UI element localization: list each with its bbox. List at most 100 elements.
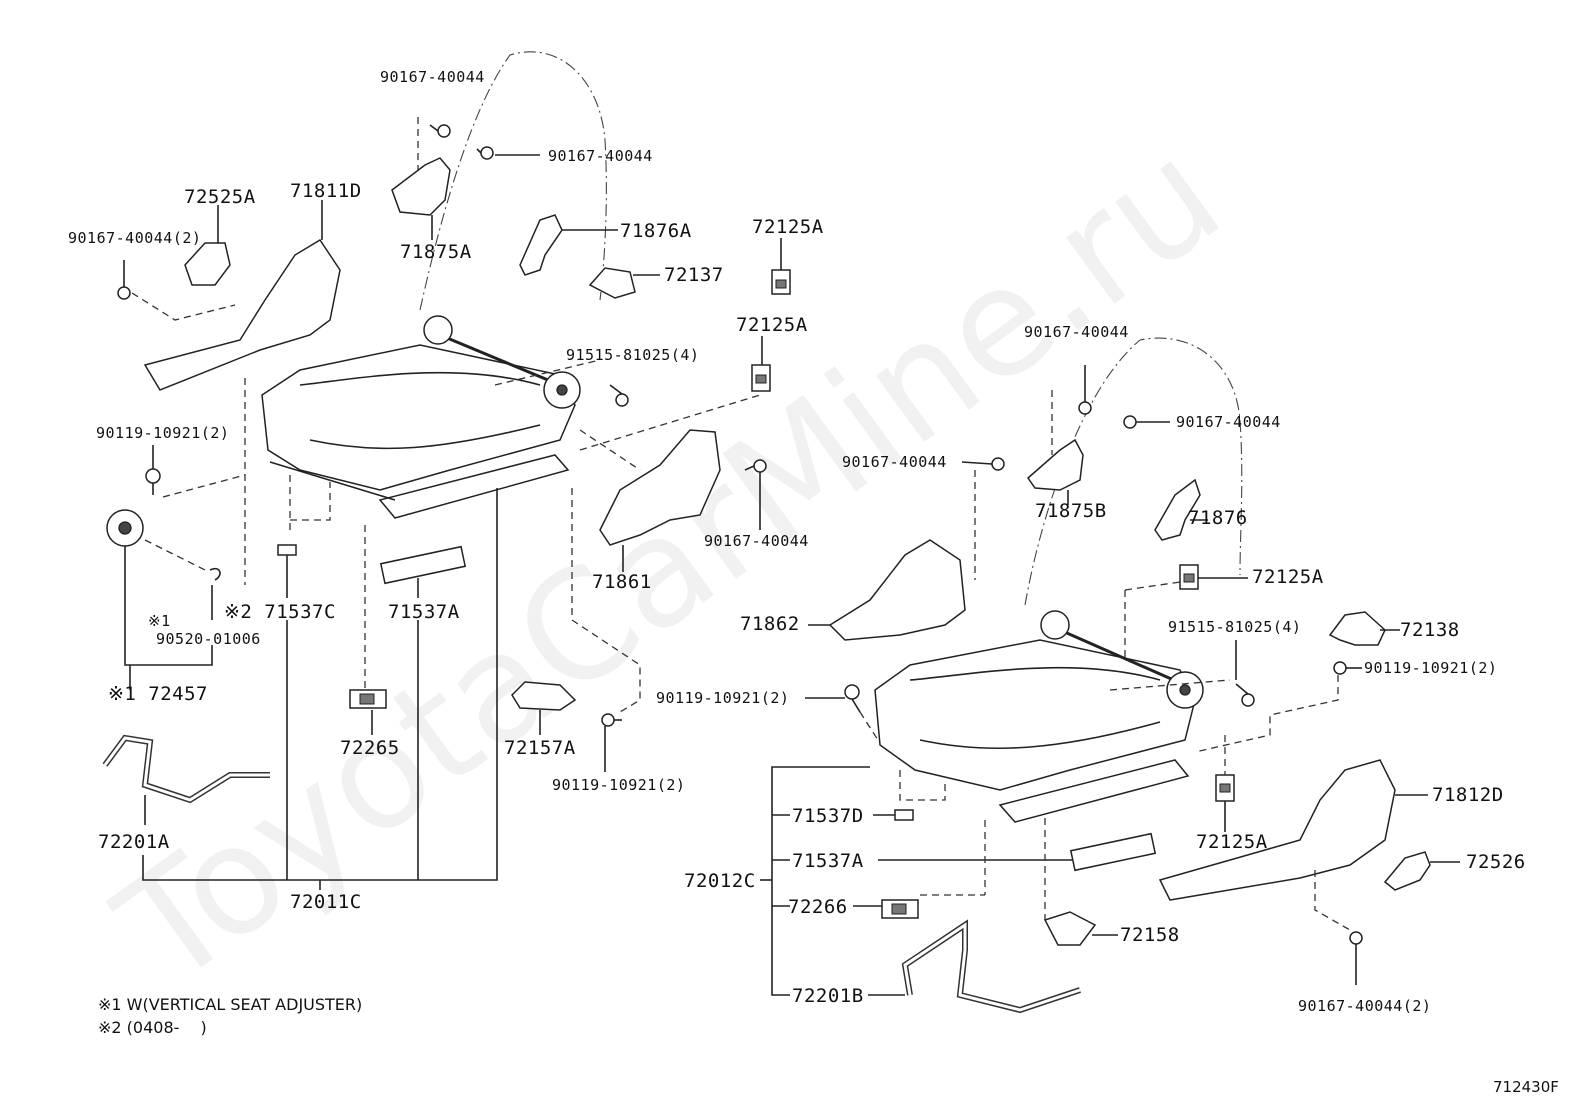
part-number-label: 90119-10921(2) xyxy=(1364,659,1497,677)
connector-72266 xyxy=(881,899,919,919)
part-number-label: 72526 xyxy=(1466,851,1526,873)
part-number-label: 72138 xyxy=(1400,619,1460,641)
part-number-label: 71537D xyxy=(792,805,864,827)
bolt-icon xyxy=(1078,365,1092,415)
footnotes: ※1 W(VERTICAL SEAT ADJUSTER) ※2 (0408- ) xyxy=(98,995,362,1037)
part-number-label: 71537A xyxy=(388,601,460,623)
part-number-label: 90167-40044 xyxy=(1024,323,1129,341)
clip-72125a xyxy=(1215,774,1235,802)
cover-72157a xyxy=(511,681,577,711)
part-number-label: 90167-40044 xyxy=(1176,413,1281,431)
part-number-label: 90167-40044(2) xyxy=(1298,997,1431,1015)
part-number-label: 72125A xyxy=(736,314,808,336)
part-number-label: 71876 xyxy=(1188,507,1248,529)
part-number-label: 90119-10921(2) xyxy=(656,689,789,707)
part-number-label: 72137 xyxy=(664,264,724,286)
part-number-label: 72125A xyxy=(1252,566,1324,588)
shield-71811d xyxy=(143,238,341,391)
shield-71812d xyxy=(1158,759,1396,901)
part-number-label: 71811D xyxy=(290,180,362,202)
bolt-icon xyxy=(1123,415,1170,429)
knob-72526 xyxy=(1383,851,1431,891)
footnote-1: ※1 W(VERTICAL SEAT ADJUSTER) xyxy=(98,995,362,1014)
clip-72125a xyxy=(771,269,791,295)
gear-72457 xyxy=(106,509,144,547)
seat-frame-right xyxy=(874,639,1196,791)
part-number-label: 91515-81025(4) xyxy=(566,346,699,364)
part-number-label: 72265 xyxy=(340,737,400,759)
part-number-label: ※1 72457 xyxy=(108,683,208,705)
part-number-label: 72266 xyxy=(788,896,848,918)
bolt-icon xyxy=(1349,931,1363,985)
bolt-icon xyxy=(844,684,861,713)
part-number-label: 90167-40044(2) xyxy=(68,229,201,247)
clip-72125a xyxy=(1179,564,1199,590)
part-number-label: 90167-40044 xyxy=(548,147,653,165)
clip-72125a xyxy=(751,364,771,392)
part-number-label: 71537A xyxy=(792,850,864,872)
part-number-label: 72157A xyxy=(504,737,576,759)
part-number-label: 90119-10921(2) xyxy=(552,776,685,794)
part-number-label: 72158 xyxy=(1120,924,1180,946)
bolt-icon xyxy=(429,124,451,138)
watermark-text: ToyotaCarMine.ru xyxy=(88,108,1251,1020)
seat-rail-left xyxy=(378,454,570,519)
part-number-label: 90167-40044 xyxy=(842,453,947,471)
cover-71862 xyxy=(828,539,966,641)
bolt-icon xyxy=(961,457,1005,471)
bar-71537a xyxy=(379,545,467,585)
part-number-label: ※2 71537C xyxy=(224,601,336,623)
part-number-label: 71876A xyxy=(620,220,692,242)
part-72137 xyxy=(588,267,636,299)
cover-71876 xyxy=(1154,478,1201,541)
part-labels: 90167-40044 90167-40044 72525A 71811D 90… xyxy=(68,68,1526,1015)
cover-71861 xyxy=(599,429,721,546)
bracket-71875a xyxy=(391,157,451,216)
bar-71537a-right xyxy=(1069,832,1157,872)
part-number-label: 71862 xyxy=(740,613,800,635)
right-seat-assembly xyxy=(760,337,1460,1014)
leader-72012c xyxy=(771,766,870,996)
part-72138 xyxy=(1328,611,1386,646)
part-number-label: 72125A xyxy=(1196,831,1268,853)
seat-rail-right xyxy=(998,759,1190,823)
seatback-outline-left xyxy=(419,51,607,311)
bolt-icon xyxy=(1333,661,1362,675)
part-number-label: 72125A xyxy=(752,216,824,238)
seat-frame-left xyxy=(261,344,576,491)
part-number-label: 72525A xyxy=(184,186,256,208)
part-number-label: 90167-40044 xyxy=(704,532,809,550)
knob-72525a xyxy=(184,242,231,286)
part-number-label: 90119-10921(2) xyxy=(96,424,229,442)
cover-71876a xyxy=(519,214,563,276)
part-number-label: 71875B xyxy=(1035,500,1107,522)
bolt-icon xyxy=(609,384,629,407)
bolt-icon xyxy=(476,146,494,160)
pad-71537c xyxy=(277,544,297,556)
part-number-label: 71861 xyxy=(592,571,652,593)
bolt-icon xyxy=(145,468,161,495)
part-number-label: 90167-40044 xyxy=(380,68,485,86)
bolt-icon xyxy=(117,260,131,300)
footnote-2: ※2 (0408- ) xyxy=(98,1018,207,1037)
cover-72158 xyxy=(1043,911,1097,946)
part-number-label: 71875A xyxy=(400,241,472,263)
part-number-label: 72012C xyxy=(684,870,756,892)
figure-code: 712430F xyxy=(1493,1078,1559,1096)
bolt-icon xyxy=(1235,683,1255,707)
bolt-icon xyxy=(744,459,767,473)
connector-72265 xyxy=(349,689,387,709)
left-seat-assembly xyxy=(102,51,791,890)
pad-71537d xyxy=(894,809,914,821)
part-number-label: 72201A xyxy=(98,831,170,853)
bolt-icon xyxy=(601,713,622,727)
part-number-label: 72011C xyxy=(290,891,362,913)
part-number-label: 91515-81025(4) xyxy=(1168,618,1301,636)
part-number-label: 90520-01006 xyxy=(156,630,261,648)
part-number-label: 71812D xyxy=(1432,784,1504,806)
bracket-71875b xyxy=(1026,438,1084,491)
part-number-label: 72201B xyxy=(792,985,864,1007)
part-number-label: ※1 xyxy=(148,612,171,630)
watermark: ToyotaCarMine.ru xyxy=(88,108,1251,1020)
